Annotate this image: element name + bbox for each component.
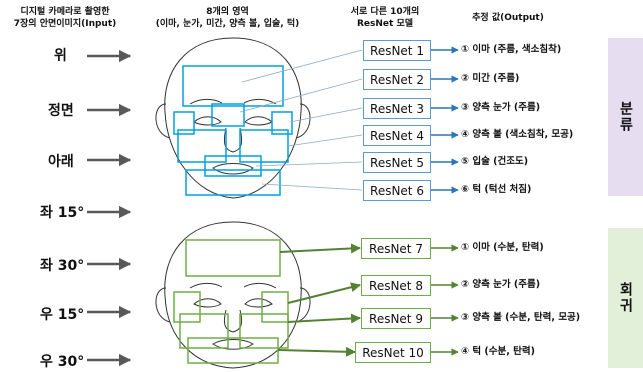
right-ear-bottom	[295, 287, 311, 323]
right-eye-top	[244, 116, 273, 126]
face-outline-bottom	[164, 221, 302, 369]
region-right-cheek-bottom	[239, 313, 289, 349]
right-brow-bottom	[243, 282, 277, 289]
output-eyes-reg: ② 양측 눈가 (주름)	[461, 279, 541, 290]
left-ear-bottom	[155, 287, 171, 323]
face-illustration-bottom	[155, 221, 311, 369]
input-label-left15: 좌 15°	[40, 205, 85, 221]
input-label-left30: 좌 30°	[40, 258, 85, 274]
input-label-top: 위	[54, 48, 67, 64]
region-forehead	[182, 65, 284, 107]
right-eye-bottom	[244, 298, 273, 308]
right-ear-top	[295, 103, 311, 139]
mouth-top	[212, 163, 254, 175]
model-box-resnet-1: ResNet 1	[363, 40, 431, 61]
region-right-eye	[271, 111, 293, 135]
region-glabella	[211, 103, 245, 127]
output-cheeks-reg: ③ 양측 볼 (수분, 탄력, 모공)	[461, 312, 581, 323]
output-chin-class: ⑥ 턱 (턱선 처짐)	[461, 184, 532, 195]
region-boxes-bottom	[173, 239, 289, 364]
region-lips	[204, 155, 262, 177]
region-right-eye-bottom	[261, 291, 289, 323]
region-right-cheek	[239, 129, 289, 163]
model-box-resnet-5: ResNet 5	[363, 152, 431, 173]
model-box-resnet-2: ResNet 2	[363, 69, 431, 90]
region-chin	[185, 169, 281, 196]
classification-panel: 분류	[608, 38, 643, 196]
model-box-resnet-8: ResNet 8	[361, 275, 431, 296]
region-left-eye-bottom	[173, 291, 201, 323]
input-label-front: 정면	[48, 103, 74, 119]
output-lips-class: ⑤ 입술 (건조도)	[461, 156, 529, 167]
model-box-resnet-7: ResNet 7	[361, 238, 431, 259]
region-boxes-top	[173, 65, 293, 196]
left-brow-bottom	[189, 282, 223, 289]
face-illustration-top	[155, 37, 311, 199]
model-box-resnet-6: ResNet 6	[363, 180, 431, 201]
region-left-cheek-bottom	[179, 313, 229, 349]
connectors-regression	[277, 243, 361, 357]
output-arrows-classification	[431, 46, 459, 194]
region-forehead-bottom	[185, 239, 281, 277]
output-forehead-class: ① 이마 (주름, 색소침착)	[461, 44, 562, 55]
regions-header: 8개의 영역 (이마, 눈가, 미간, 양측 볼, 입술, 턱)	[155, 7, 300, 29]
nose-top	[223, 127, 243, 153]
output-cheeks-class: ④ 양측 볼 (색소침착, 모공)	[461, 129, 574, 140]
regression-label: 회귀	[617, 282, 634, 314]
input-arrows	[87, 49, 132, 367]
input-label-right30: 우 30°	[40, 354, 85, 370]
nose-bottom	[223, 309, 243, 333]
face-outline-top	[164, 37, 302, 199]
left-brow-top	[189, 98, 223, 105]
output-chin-reg: ④ 턱 (수분, 탄력)	[461, 346, 535, 357]
model-box-resnet-9: ResNet 9	[361, 308, 431, 329]
output-header: 추정 값(Output)	[472, 13, 544, 23]
output-forehead-reg: ① 이마 (수분, 탄력)	[461, 242, 544, 253]
model-box-resnet-10: ResNet 10	[355, 342, 431, 363]
models-header: 서로 다른 10개의 ResNet 모델	[350, 7, 420, 29]
output-arrows-regression	[431, 244, 459, 356]
model-box-resnet-4: ResNet 4	[363, 125, 431, 146]
output-eyes-class: ③ 양측 눈가 (주름)	[461, 102, 541, 113]
left-ear-top	[155, 103, 171, 139]
classification-label: 분류	[617, 101, 634, 133]
input-label-right15: 우 15°	[40, 307, 85, 323]
regression-panel: 회귀	[608, 228, 643, 368]
model-box-resnet-3: ResNet 3	[363, 98, 431, 119]
output-glabella-class: ② 미간 (주름)	[461, 73, 520, 84]
region-left-cheek	[177, 129, 227, 163]
left-eye-top	[193, 116, 222, 126]
region-left-eye	[173, 111, 195, 135]
left-eye-bottom	[193, 298, 222, 308]
input-header: 디지털 카메라로 촬영한 7장의 안면이미지(Input)	[13, 7, 117, 29]
input-label-bottom: 아래	[48, 154, 74, 170]
connectors-classification	[239, 49, 363, 191]
